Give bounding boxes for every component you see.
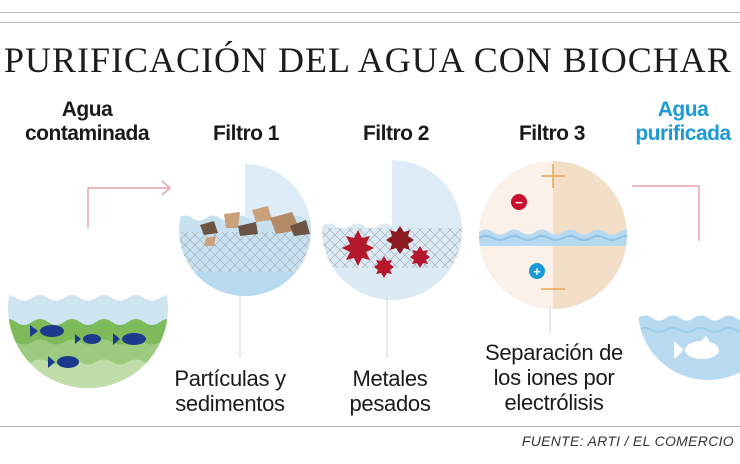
negative-ion-icon: −	[511, 194, 527, 210]
source-credit: FUENTE: ARTI / EL COMERCIO	[521, 433, 734, 449]
fish-icon	[674, 336, 719, 359]
description-line: pesados	[349, 391, 431, 416]
stage-label-filter-3: Filtro 3	[518, 122, 586, 145]
arrow-head-in	[161, 180, 171, 196]
filter-2-circle	[322, 160, 462, 300]
stage-label-line: Agua	[61, 98, 113, 121]
fish-icon	[75, 334, 101, 344]
filter-3-circle	[479, 161, 627, 309]
stage-label-filter-2: Filtro 2	[362, 122, 430, 145]
description-line: sedimentos	[175, 391, 285, 416]
heavy-metal-particles	[342, 226, 430, 278]
stage-label-line: contaminada	[24, 122, 150, 145]
stage-label-line: Agua	[657, 98, 709, 121]
description-filter-1: Partículas y sedimentos	[160, 366, 300, 416]
stage-label-purified: Agua purificada	[626, 98, 740, 146]
top-rule	[0, 12, 740, 13]
description-filter-2: Metales pesados	[320, 366, 460, 416]
contaminated-water-circle	[8, 228, 168, 388]
stage-label-contaminated: Agua contaminada	[2, 98, 172, 146]
description-line: electrólisis	[504, 390, 604, 415]
stage-label-filter-1: Filtro 1	[212, 122, 280, 145]
positive-ion-sign: +	[533, 264, 541, 279]
sediment-particles	[200, 206, 310, 246]
bottom-rule	[0, 426, 740, 427]
top-rule-2	[0, 22, 740, 23]
positive-ion-icon: +	[529, 263, 545, 279]
description-line: Partículas y	[174, 366, 286, 391]
stage-label-line: purificada	[635, 122, 731, 145]
description-line: Separación de	[485, 340, 623, 365]
page-title: PURIFICACIÓN DEL AGUA CON BIOCHAR	[4, 40, 732, 80]
purified-water-circle	[638, 240, 740, 380]
description-line: los iones por	[493, 365, 615, 390]
description-filter-3: Separación de los iones por electrólisis	[470, 340, 638, 415]
fish-icon	[113, 333, 146, 345]
description-line: Metales	[352, 366, 428, 391]
electrode-positive	[541, 164, 565, 188]
fish-icon	[48, 356, 79, 368]
fish-icon	[30, 325, 64, 337]
negative-ion-sign: −	[515, 195, 523, 210]
